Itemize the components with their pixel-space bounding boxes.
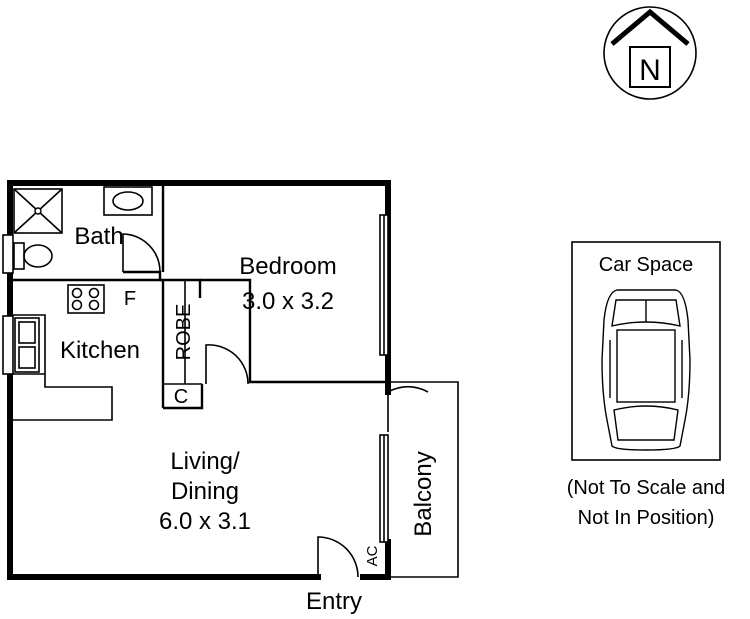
windows <box>2 214 389 543</box>
living-size: 6.0 x 3.1 <box>159 508 251 535</box>
bath-fixtures <box>13 186 153 270</box>
living-label-line1: Living/ <box>170 448 240 475</box>
car-space-note-line2: Not In Position) <box>578 507 715 529</box>
robe-label: ROBE <box>173 304 195 361</box>
compass-label: N <box>639 54 661 87</box>
kitchen-fixtures <box>14 284 105 373</box>
car-space-note-line1: (Not To Scale and <box>567 477 726 499</box>
cupboard-label: C <box>174 386 188 408</box>
north-compass: N <box>603 6 697 100</box>
bedroom-size: 3.0 x 3.2 <box>242 288 334 315</box>
living-label-line2: Dining <box>171 478 239 505</box>
balcony-label: Balcony <box>410 451 437 536</box>
fridge-label: F <box>124 288 136 310</box>
entry-label: Entry <box>306 588 362 615</box>
bedroom-label: Bedroom <box>239 253 336 280</box>
bath-label: Bath <box>74 223 123 250</box>
car-space-title: Car Space <box>599 254 694 276</box>
kitchen-label: Kitchen <box>60 337 140 364</box>
ac-label: AC <box>364 545 381 566</box>
doors <box>122 233 429 578</box>
car-space: Car Space <box>571 241 721 461</box>
walls <box>7 180 459 580</box>
car-icon <box>601 289 691 451</box>
